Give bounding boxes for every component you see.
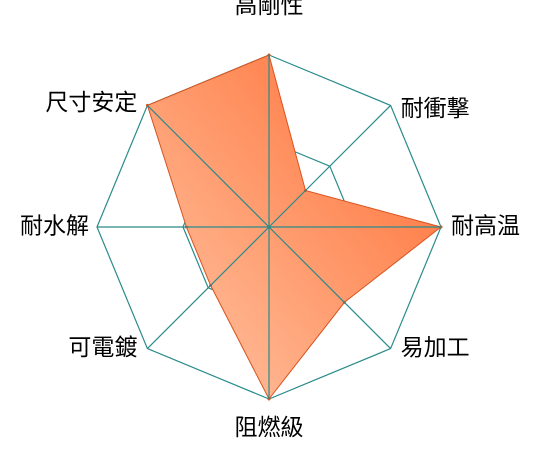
spoke-4 [268,226,392,350]
axis-label-5: 阻燃級 [235,415,304,441]
spoke-8 [146,104,270,228]
axis-label-7: 耐水解 [20,214,89,240]
spoke-6 [146,226,270,350]
axis-label-8: 尺寸安定 [45,90,137,116]
axis-label-1: 高剛性 [235,0,304,19]
spoke-2 [268,104,392,228]
axis-label-4: 易加工 [401,335,470,361]
axis-label-6: 可電鍍 [68,335,137,361]
axis-label-2: 耐衝撃 [401,96,470,122]
axis-label-3: 耐高温 [451,214,520,240]
radar-spokes [97,55,441,399]
